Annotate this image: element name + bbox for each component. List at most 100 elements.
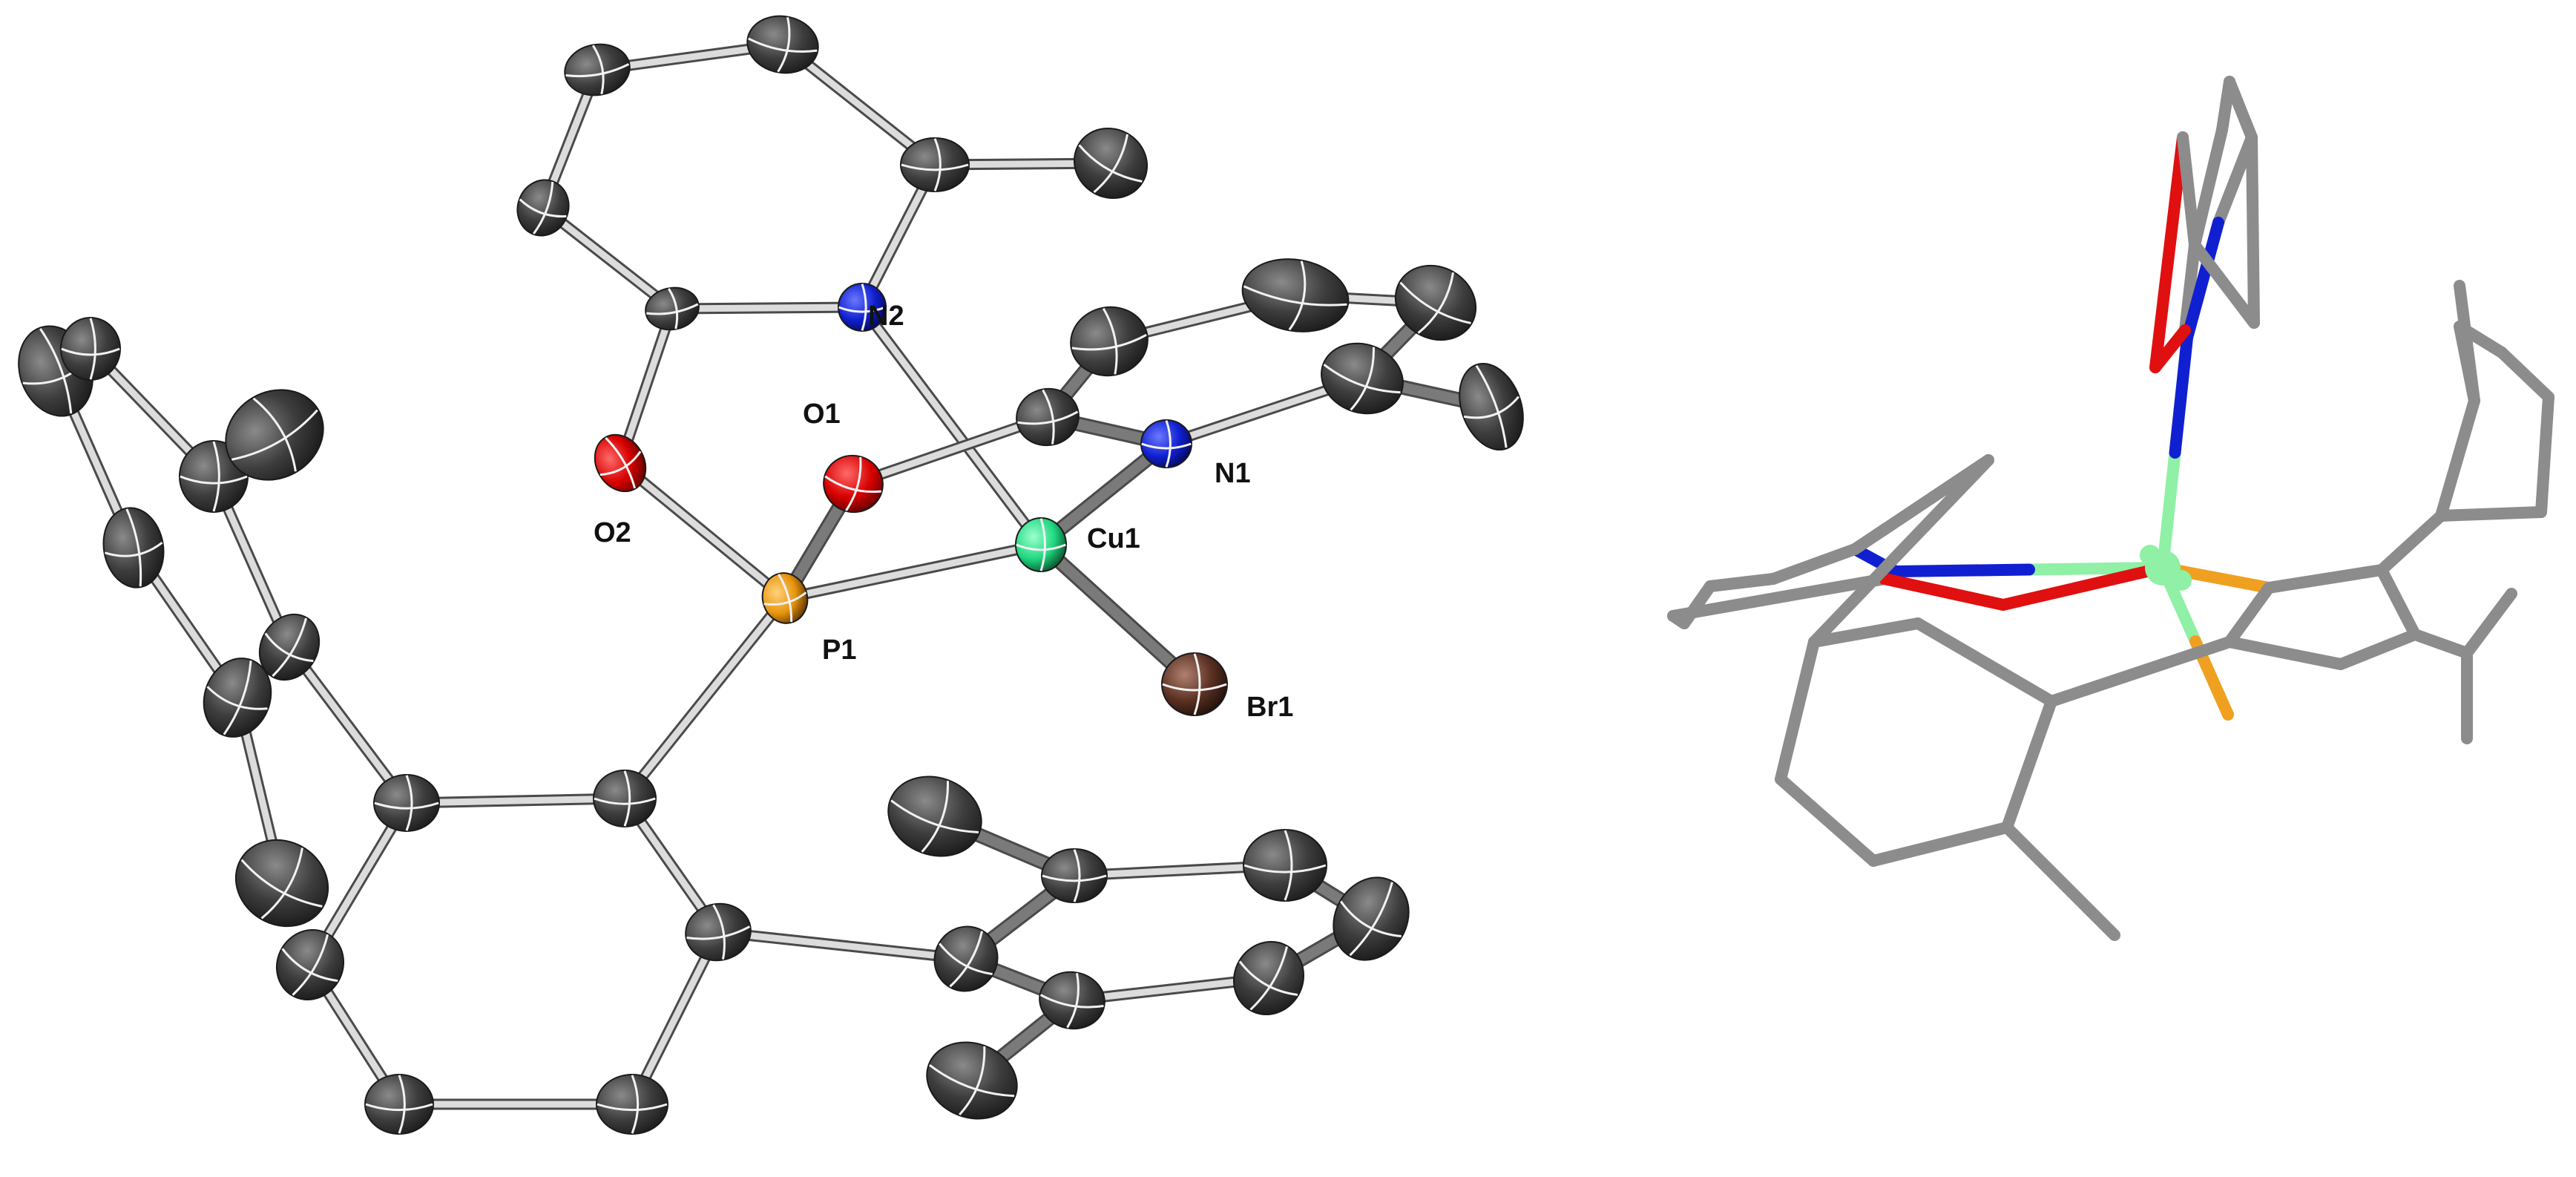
stick-bond-t2-t8	[2189, 239, 2260, 329]
atom-principal-axis-b-b6	[1475, 364, 1508, 448]
stick-bond-l5-l4	[1767, 543, 1861, 585]
atom-principal-axis-b-N2	[861, 283, 867, 331]
atom-e1	[933, 925, 999, 992]
atom-c1	[593, 770, 657, 827]
stick-bond-l6-l1	[1667, 573, 1890, 622]
bond-a1-a2	[539, 204, 676, 312]
atom-d1	[258, 613, 321, 681]
atom-principal-axis-b5	[1323, 364, 1401, 394]
atom-c3	[596, 1074, 668, 1135]
atom-ellipsoid-e3	[1039, 971, 1105, 1030]
atom-ellipsoid-c2	[685, 902, 752, 962]
atom-ellipsoid-c3	[596, 1074, 668, 1135]
stick-bond-q1-r1	[2376, 564, 2421, 640]
atom-b2	[1070, 306, 1149, 377]
stick-copper-center-2	[2140, 545, 2161, 565]
stick-model-structure	[1667, 76, 2554, 941]
atom-e2	[1041, 848, 1108, 903]
atom-principal-axis-b-d2	[223, 660, 252, 735]
atom-Br1	[1161, 652, 1228, 716]
stick-bond-Cu-n_l-b	[1890, 563, 2035, 577]
atom-principal-axis-d8	[240, 859, 323, 908]
atom-ellipsoid-b5	[1321, 342, 1404, 415]
atom-ellipsoid-c5	[275, 928, 345, 1001]
atom-principal-axis-c1	[594, 797, 656, 805]
atom-ellipsoid-e1	[933, 925, 999, 992]
atom-principal-axis-c4	[365, 1103, 433, 1112]
atom-principal-axis-b-a4	[777, 17, 791, 73]
atom-principal-axis-b-P1	[778, 574, 793, 623]
atom-principal-axis-b-c1	[623, 770, 631, 827]
stick-bond-h4-h5	[1775, 636, 1820, 785]
atom-principal-axis-a5	[901, 163, 969, 171]
atom-ellipsoid-d1	[258, 613, 321, 681]
stick-bond-Cu-n_up-a	[2157, 447, 2181, 574]
ortep-atoms	[18, 15, 1524, 1135]
atom-a1	[645, 286, 700, 331]
bond-P1-O2	[617, 459, 789, 602]
atom-principal-axis-b-c2	[712, 904, 726, 960]
atom-ellipsoid-b1	[1016, 387, 1080, 447]
atom-principal-axis-b-d3	[125, 508, 142, 587]
stick-bond-q3-q1	[2335, 629, 2421, 670]
stick-bond-h5-lm	[1808, 454, 1994, 648]
atom-principal-axis-e2	[1042, 874, 1107, 882]
stick-bond-r7-r2	[2435, 506, 2547, 522]
atom-principal-axis-b-e2	[1073, 849, 1081, 902]
atom-principal-axis-b-e5	[1284, 830, 1293, 901]
ortep-structure: N2 O1 N1 O2 Cu1 P1 Br1	[18, 15, 1524, 1135]
stick-bond-q2-q3	[2224, 636, 2347, 670]
atom-principal-axis-P1	[763, 591, 807, 606]
atom-ellipsoid-a1	[645, 286, 700, 331]
atom-principal-axis-b-e6	[1349, 882, 1393, 957]
atom-principal-axis-N1	[1141, 442, 1192, 450]
atom-principal-axis-b-d6	[212, 441, 220, 512]
atom-principal-axis-b-c4	[398, 1075, 406, 1134]
stick-bond-h2-h3	[1867, 822, 2013, 867]
stick-bond-h2-h7	[2001, 822, 2120, 941]
atom-principal-axis-Cu1	[1016, 543, 1066, 551]
atom-principal-axis-b-a6	[1093, 134, 1129, 194]
bond-a1-N2	[668, 304, 866, 312]
atom-principal-axis-b2	[1071, 333, 1147, 351]
atom-principal-axis-b-e8	[959, 1046, 986, 1116]
atom-principal-axis-b-b3	[1288, 260, 1307, 331]
atom-ellipsoid-e8	[926, 1041, 1018, 1120]
bond-Cu1-N2	[858, 304, 1045, 548]
atom-principal-axis-e4	[1238, 960, 1298, 997]
stick-bond-r1-r2	[2376, 510, 2447, 576]
atom-principal-axis-d6	[180, 475, 248, 485]
atom-ellipsoid-d8	[234, 839, 329, 928]
atom-ellipsoid-a4	[746, 15, 819, 74]
atom-ellipsoid-a2	[516, 179, 570, 237]
atom-principal-axis-b-e4	[1249, 946, 1288, 1011]
atom-ellipsoid-e7	[887, 776, 982, 857]
atom-ellipsoid-d7	[225, 389, 324, 481]
atom-principal-axis-b-e3	[1066, 973, 1080, 1029]
atom-a2	[516, 179, 570, 237]
atom-ellipsoid-P1	[761, 572, 809, 624]
stick-bond-h6-h1	[1912, 617, 2057, 707]
atom-principal-axis-a4	[747, 37, 818, 53]
atom-ellipsoid-e4	[1232, 940, 1305, 1016]
stick-bond-Cu-n_up-b	[2169, 332, 2193, 459]
stick-bond-q4-rc	[2461, 588, 2517, 659]
atom-principal-axis-b-b5	[1350, 347, 1375, 411]
atom-principal-axis-b-a3	[591, 45, 605, 95]
stick-bond-r1-pl	[2263, 564, 2388, 594]
atom-principal-axis-c5	[281, 948, 338, 983]
atom-principal-axis-e5	[1243, 864, 1327, 873]
atom-ellipsoid-c4	[364, 1074, 434, 1135]
atom-principal-axis-d7	[231, 409, 318, 461]
stick-bond-r2-r3	[2435, 395, 2480, 522]
atom-principal-axis-d5	[61, 347, 120, 356]
atom-principal-axis-b-c5	[292, 934, 329, 996]
atom-c4	[364, 1074, 434, 1135]
stick-bond-t1-t2	[2179, 239, 2201, 336]
atom-ellipsoid-N1	[1140, 419, 1192, 468]
atom-principal-axis-b-a1	[667, 288, 679, 330]
atom-principal-axis-b-c3	[631, 1075, 640, 1134]
stick-bond-t4-t5	[2224, 76, 2258, 143]
stick-bond-t6-n_up	[2181, 217, 2224, 344]
atom-principal-axis-a6	[1078, 144, 1143, 183]
